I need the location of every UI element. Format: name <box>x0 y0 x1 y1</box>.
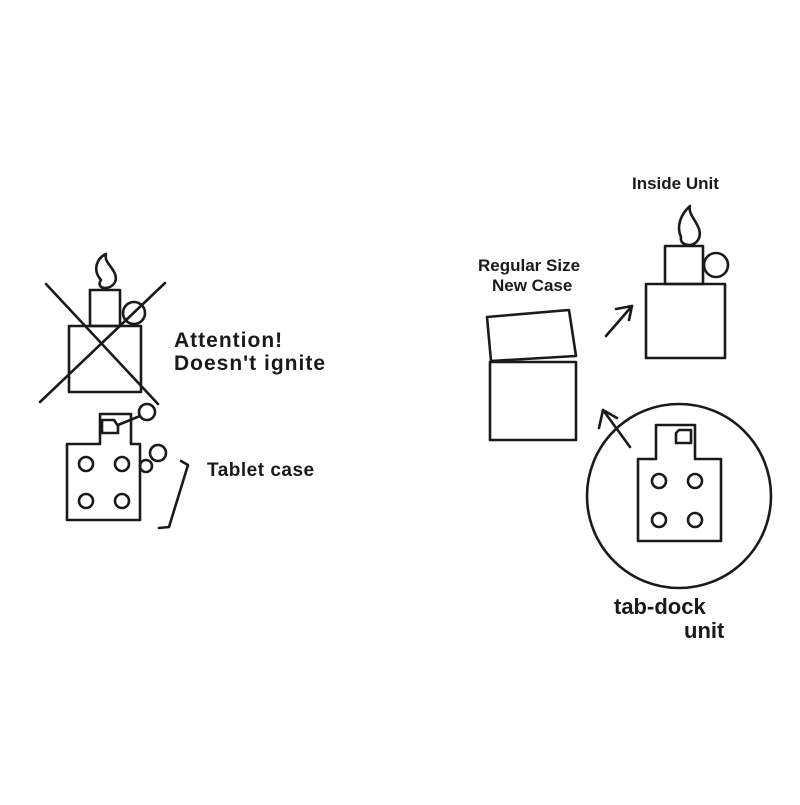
tablet-case-label: Tablet case <box>207 460 315 481</box>
inside-unit-icon <box>644 204 730 360</box>
crossed-insert-icon <box>38 252 167 406</box>
regular-size-label: Regular Size <box>478 256 581 275</box>
unit-label: unit <box>684 618 725 643</box>
attention-label: Attention! <box>174 329 284 352</box>
tablet-case-icon <box>65 402 190 530</box>
inside-unit-label: Inside Unit <box>632 174 719 193</box>
regular-case-icon <box>485 308 578 442</box>
tab-dock-unit-icon <box>585 402 773 590</box>
new-case-label: New Case <box>492 276 573 295</box>
arrow-to-inside-unit <box>604 304 634 338</box>
doesnt-ignite-label: Doesn't ignite <box>174 352 326 375</box>
tab-dock-label: tab-dock <box>614 594 706 619</box>
